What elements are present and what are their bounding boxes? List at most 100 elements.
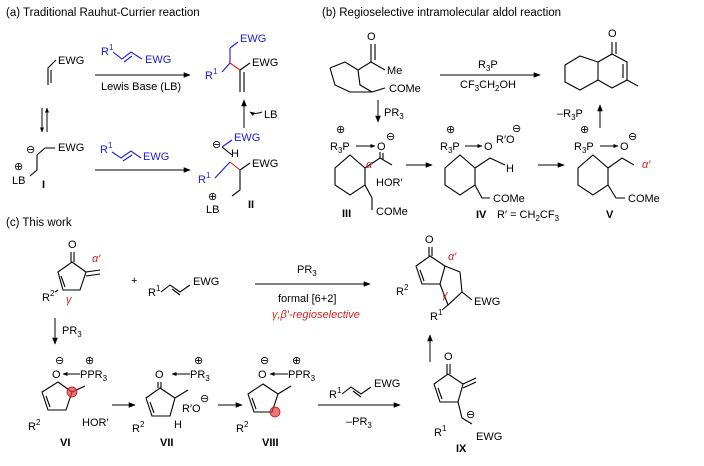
svg-text:⊕: ⊕ — [292, 355, 301, 367]
svg-text:PR3: PR3 — [190, 369, 210, 383]
lb-leaving-arrow — [249, 111, 263, 117]
svg-text:Me: Me — [387, 65, 402, 77]
svg-text:2: 2 — [36, 418, 41, 427]
svg-text:IV: IV — [476, 209, 487, 221]
svg-text:2: 2 — [140, 420, 145, 429]
rc-product: EWG R 1 EWG — [205, 33, 278, 92]
svg-text:R: R — [198, 174, 206, 186]
svg-text:α: α — [366, 159, 373, 171]
svg-text:R: R — [42, 292, 50, 304]
svg-text:IX: IX — [456, 443, 467, 455]
svg-text:HOR′: HOR′ — [82, 417, 109, 429]
svg-text:R3P: R3P — [440, 141, 460, 155]
svg-text:HOR′: HOR′ — [376, 177, 403, 189]
formal-cyclo-label: formal [6+2] — [278, 293, 336, 305]
lb-leaving: LB — [264, 109, 277, 121]
svg-text:R3P: R3P — [574, 141, 594, 155]
plus-sign: + — [131, 275, 137, 287]
svg-text:EWG: EWG — [252, 158, 278, 170]
minus-pr3-label: –PR3 — [346, 416, 372, 430]
svg-text:EWG: EWG — [474, 296, 500, 308]
svg-text:III: III — [342, 208, 351, 220]
intermediate-iii: ⊕ R3P O ⊖ α HOR′ COMe III — [330, 124, 408, 220]
svg-text:1: 1 — [109, 43, 114, 52]
minus-r3p-label: –R3P — [557, 108, 583, 122]
svg-text:R3P: R3P — [330, 141, 350, 155]
reagent-pr3-b: PR3 — [384, 107, 404, 121]
bicyclic-enone-product: O — [564, 28, 639, 91]
svg-text:EWG: EWG — [58, 142, 84, 154]
svg-text:EWG: EWG — [145, 54, 171, 66]
svg-text:2: 2 — [50, 289, 55, 298]
svg-text:⊖: ⊖ — [212, 139, 221, 151]
svg-text:α′: α′ — [92, 253, 101, 265]
svg-text:1: 1 — [206, 171, 211, 180]
intermediate-viii: ⊖ ⊕ O PPR3 R 2 VIII — [236, 355, 316, 449]
svg-text:O: O — [484, 141, 493, 153]
svg-text:I: I — [42, 179, 45, 191]
svg-text:2: 2 — [404, 283, 409, 292]
regioselective-label: γ,β′-regioselective — [272, 309, 360, 321]
svg-text:O: O — [444, 351, 453, 363]
svg-text:1: 1 — [108, 141, 113, 150]
svg-text:R: R — [236, 423, 244, 435]
aldol-substrate: O Me COMe — [329, 31, 421, 95]
svg-text:R: R — [329, 389, 337, 401]
intermediate-vii: ⊕ O PR3 R′O ⊖ R 2 H VII — [132, 355, 210, 449]
svg-text:II: II — [248, 199, 254, 211]
svg-text:⊖: ⊖ — [260, 355, 269, 367]
svg-text:O: O — [608, 28, 617, 40]
svg-text:EWG: EWG — [58, 55, 84, 67]
lewis-base-label: Lewis Base (LB) — [101, 81, 181, 93]
svg-text:⊕: ⊕ — [14, 161, 23, 173]
svg-text:O: O — [68, 239, 77, 251]
svg-text:⊕: ⊕ — [85, 355, 94, 367]
intermediate-ix: O ⊖ EWG R 1 IX — [433, 351, 502, 455]
svg-text:EWG: EWG — [476, 431, 502, 443]
svg-text:R: R — [434, 427, 442, 439]
svg-text:2: 2 — [244, 420, 249, 429]
svg-text:R: R — [132, 423, 140, 435]
svg-text:EWG: EWG — [234, 132, 260, 144]
alkene-reagent-c2: R 1 EWG — [329, 378, 400, 401]
svg-text:O: O — [258, 369, 267, 381]
svg-text:⊕: ⊕ — [580, 124, 589, 136]
svg-text:O: O — [155, 369, 164, 381]
svg-text:R: R — [148, 287, 156, 299]
reagent-r3p: R3P — [478, 59, 498, 73]
svg-text:γ: γ — [66, 294, 73, 306]
svg-text:⊖: ⊖ — [466, 409, 475, 421]
svg-text:COMe: COMe — [389, 83, 421, 95]
svg-text:R′O: R′O — [496, 134, 515, 146]
svg-text:O: O — [377, 141, 386, 153]
svg-text:⊖: ⊖ — [55, 355, 64, 367]
svg-text:1: 1 — [213, 67, 218, 76]
section-b-title: (b) Regioselective intramolecular aldol … — [322, 7, 561, 19]
svg-text:1: 1 — [438, 308, 443, 317]
svg-text:⊖: ⊖ — [512, 123, 521, 135]
svg-text:⊕: ⊕ — [336, 124, 345, 136]
reagent-solvent: CF3CH2OH — [460, 79, 516, 93]
bicyclic-product-c: O α′ γ R 2 EWG R 1 — [396, 234, 500, 323]
svg-text:H: H — [231, 148, 239, 160]
svg-text:α′: α′ — [642, 159, 651, 171]
svg-text:EWG: EWG — [240, 33, 266, 45]
svg-text:LB: LB — [206, 204, 219, 216]
svg-text:1: 1 — [156, 284, 161, 293]
svg-text:O: O — [52, 369, 61, 381]
svg-text:COMe: COMe — [376, 206, 408, 218]
svg-text:α′: α′ — [448, 251, 457, 263]
svg-text:VII: VII — [160, 437, 173, 449]
svg-text:O: O — [425, 234, 434, 246]
svg-text:R: R — [430, 311, 438, 323]
intermediate-i: ⊖ EWG ⊕ LB I — [12, 142, 84, 191]
svg-text:VI: VI — [60, 437, 70, 449]
r-prime-definition: R′ = CH2CF3 — [497, 209, 560, 223]
blue-alkene-reagent-a: R 1 EWG — [101, 43, 171, 66]
svg-text:V: V — [606, 209, 614, 221]
svg-text:COMe: COMe — [493, 193, 525, 205]
intermediate-vi: ⊖ ⊕ O PPR3 R 2 HOR′ VI — [28, 355, 109, 449]
intermediate-ii: ⊖ EWG H EWG R 1 ⊕ LB II — [198, 132, 278, 216]
svg-text:H: H — [506, 163, 514, 175]
